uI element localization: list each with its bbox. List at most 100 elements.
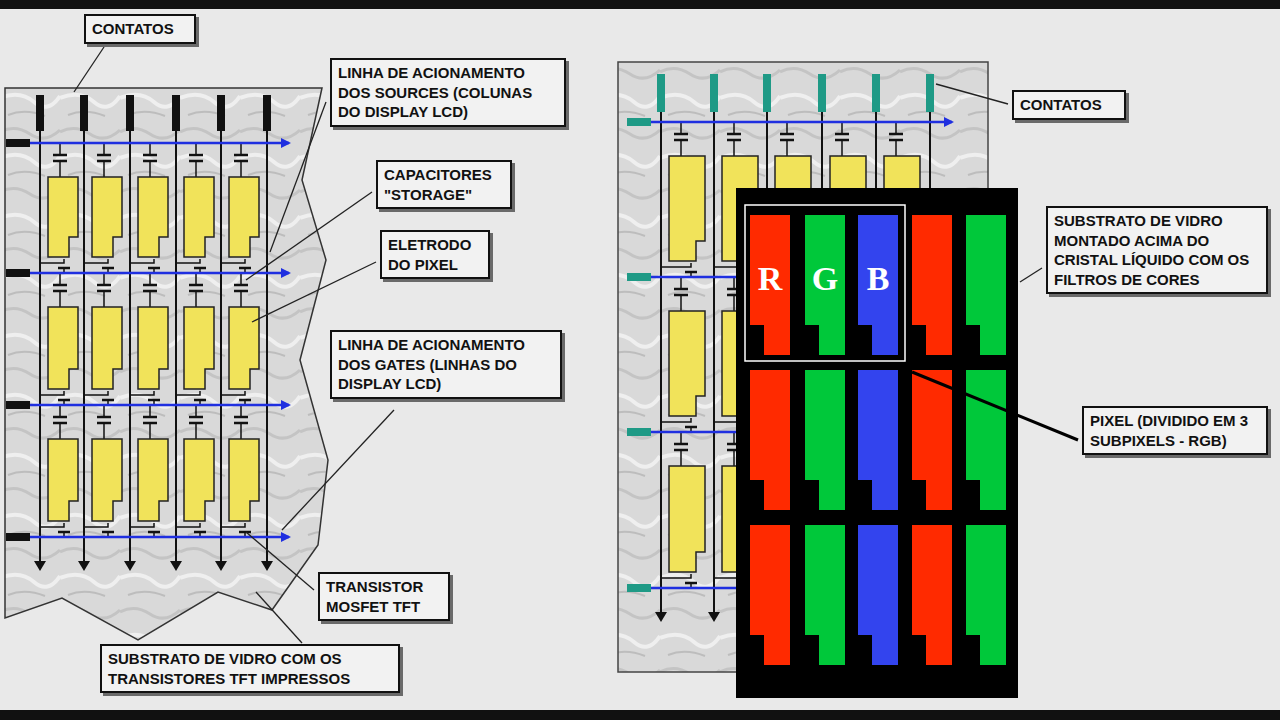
gate-line — [10, 536, 289, 539]
capacitor-plate — [97, 284, 111, 287]
capacitor-lead — [195, 273, 197, 285]
capacitor-lead — [149, 143, 151, 155]
capacitor-plate — [53, 154, 67, 157]
glass-substrate — [5, 88, 328, 640]
subpixel-filter — [912, 370, 952, 510]
pixel-electrode — [669, 466, 705, 572]
capacitor-lead — [680, 450, 682, 466]
top-bar — [0, 0, 1280, 9]
capacitor-plate — [143, 416, 157, 419]
capacitor-plate — [143, 154, 157, 157]
callout-text: LINHA DE ACIONAMENTO DOS GATES (LINHAS D… — [338, 335, 554, 394]
capacitor-lead — [240, 405, 242, 417]
tft-source — [176, 259, 200, 263]
capacitor-lead — [103, 143, 105, 155]
source-line — [660, 82, 662, 620]
capacitor-lead — [149, 405, 151, 417]
pixel-electrode — [92, 439, 122, 521]
tft-source — [40, 391, 64, 395]
capacitor-lead — [59, 423, 61, 439]
callout-text: CONTATOS — [1020, 95, 1118, 115]
callout-box: TRANSISTOR MOSFET TFT — [318, 572, 450, 621]
callout-text: SUBSTRATO DE VIDRO MONTADO ACIMA DO CRIS… — [1054, 211, 1260, 289]
subpixel-letter: B — [860, 262, 896, 296]
callout-box: LINHA DE ACIONAMENTO DOS GATES (LINHAS D… — [330, 330, 562, 399]
callout-text: LINHA DE ACIONAMENTO DOS SOURCES (COLUNA… — [338, 63, 558, 122]
capacitor-lead — [240, 161, 242, 177]
capacitor-plate — [835, 133, 849, 136]
subpixel-filter — [750, 370, 790, 510]
callout-box: CONTATOS — [1012, 90, 1126, 120]
capacitor-lead — [195, 161, 197, 177]
contact — [6, 401, 30, 409]
contact — [710, 74, 718, 112]
capacitor-plate — [674, 133, 688, 136]
capacitor-plate — [889, 133, 903, 136]
capacitor-lead — [195, 291, 197, 307]
callout-box: CAPACITORES "STORAGE" — [376, 160, 512, 209]
subpixel-filter — [805, 370, 845, 510]
capacitor-plate — [189, 416, 203, 419]
leader-lines — [74, 47, 1078, 643]
capacitor-lead — [59, 291, 61, 307]
callout-box: PIXEL (DIVIDIDO EM 3 SUBPIXELS - RGB) — [1082, 406, 1268, 455]
capacitor-plate — [674, 443, 688, 446]
capacitor-lead — [680, 140, 682, 156]
tft-source — [40, 523, 64, 527]
leader-line — [1020, 268, 1042, 282]
capacitor-lead — [103, 161, 105, 177]
leader-line — [912, 372, 1078, 440]
pixel-electrode — [48, 307, 78, 389]
capacitor-lead — [59, 143, 61, 155]
capacitor-lead — [733, 122, 735, 134]
capacitor-lead — [680, 277, 682, 289]
capacitor-plate — [780, 133, 794, 136]
subpixel-filter — [858, 370, 898, 510]
pixel-electrode — [184, 177, 214, 257]
source-line — [83, 103, 85, 569]
capacitor-lead — [895, 122, 897, 134]
capacitor-plate — [53, 284, 67, 287]
contact — [627, 428, 651, 436]
contact — [6, 533, 30, 541]
tft-source — [176, 523, 200, 527]
capacitor-lead — [841, 122, 843, 134]
capacitor-lead — [149, 273, 151, 285]
tft-source — [130, 391, 154, 395]
subpixel-filter — [966, 525, 1006, 665]
color-filter-panel — [736, 188, 1018, 698]
tft-source — [661, 418, 691, 422]
leader-line — [252, 262, 376, 322]
capacitor-plate — [143, 284, 157, 287]
tft-source — [40, 259, 64, 263]
gate-line — [10, 142, 289, 145]
leader-line — [74, 47, 104, 92]
pixel-electrode — [229, 307, 259, 389]
capacitor-lead — [103, 423, 105, 439]
pixel-electrode — [184, 307, 214, 389]
contact — [263, 95, 271, 131]
capacitor-lead — [733, 140, 735, 156]
subpixel-filter — [912, 215, 952, 355]
capacitor-lead — [733, 277, 735, 289]
subpixel-letter: R — [752, 262, 788, 296]
capacitor-plate — [727, 133, 741, 136]
leader-line — [256, 592, 302, 643]
source-line — [713, 82, 715, 620]
contact — [657, 74, 665, 112]
gate-line — [10, 272, 289, 275]
tft-source — [176, 391, 200, 395]
color-filters — [750, 215, 1006, 665]
contact — [627, 584, 651, 592]
subpixel-filter — [750, 525, 790, 665]
tft-source — [221, 259, 245, 263]
contact — [818, 74, 826, 112]
tft-source — [661, 263, 691, 267]
pixel-electrode — [92, 307, 122, 389]
source-line — [129, 103, 131, 569]
capacitor-lead — [149, 161, 151, 177]
capacitor-lead — [680, 295, 682, 311]
capacitor-lead — [149, 291, 151, 307]
capacitor-plate — [674, 288, 688, 291]
capacitor-lead — [59, 405, 61, 417]
